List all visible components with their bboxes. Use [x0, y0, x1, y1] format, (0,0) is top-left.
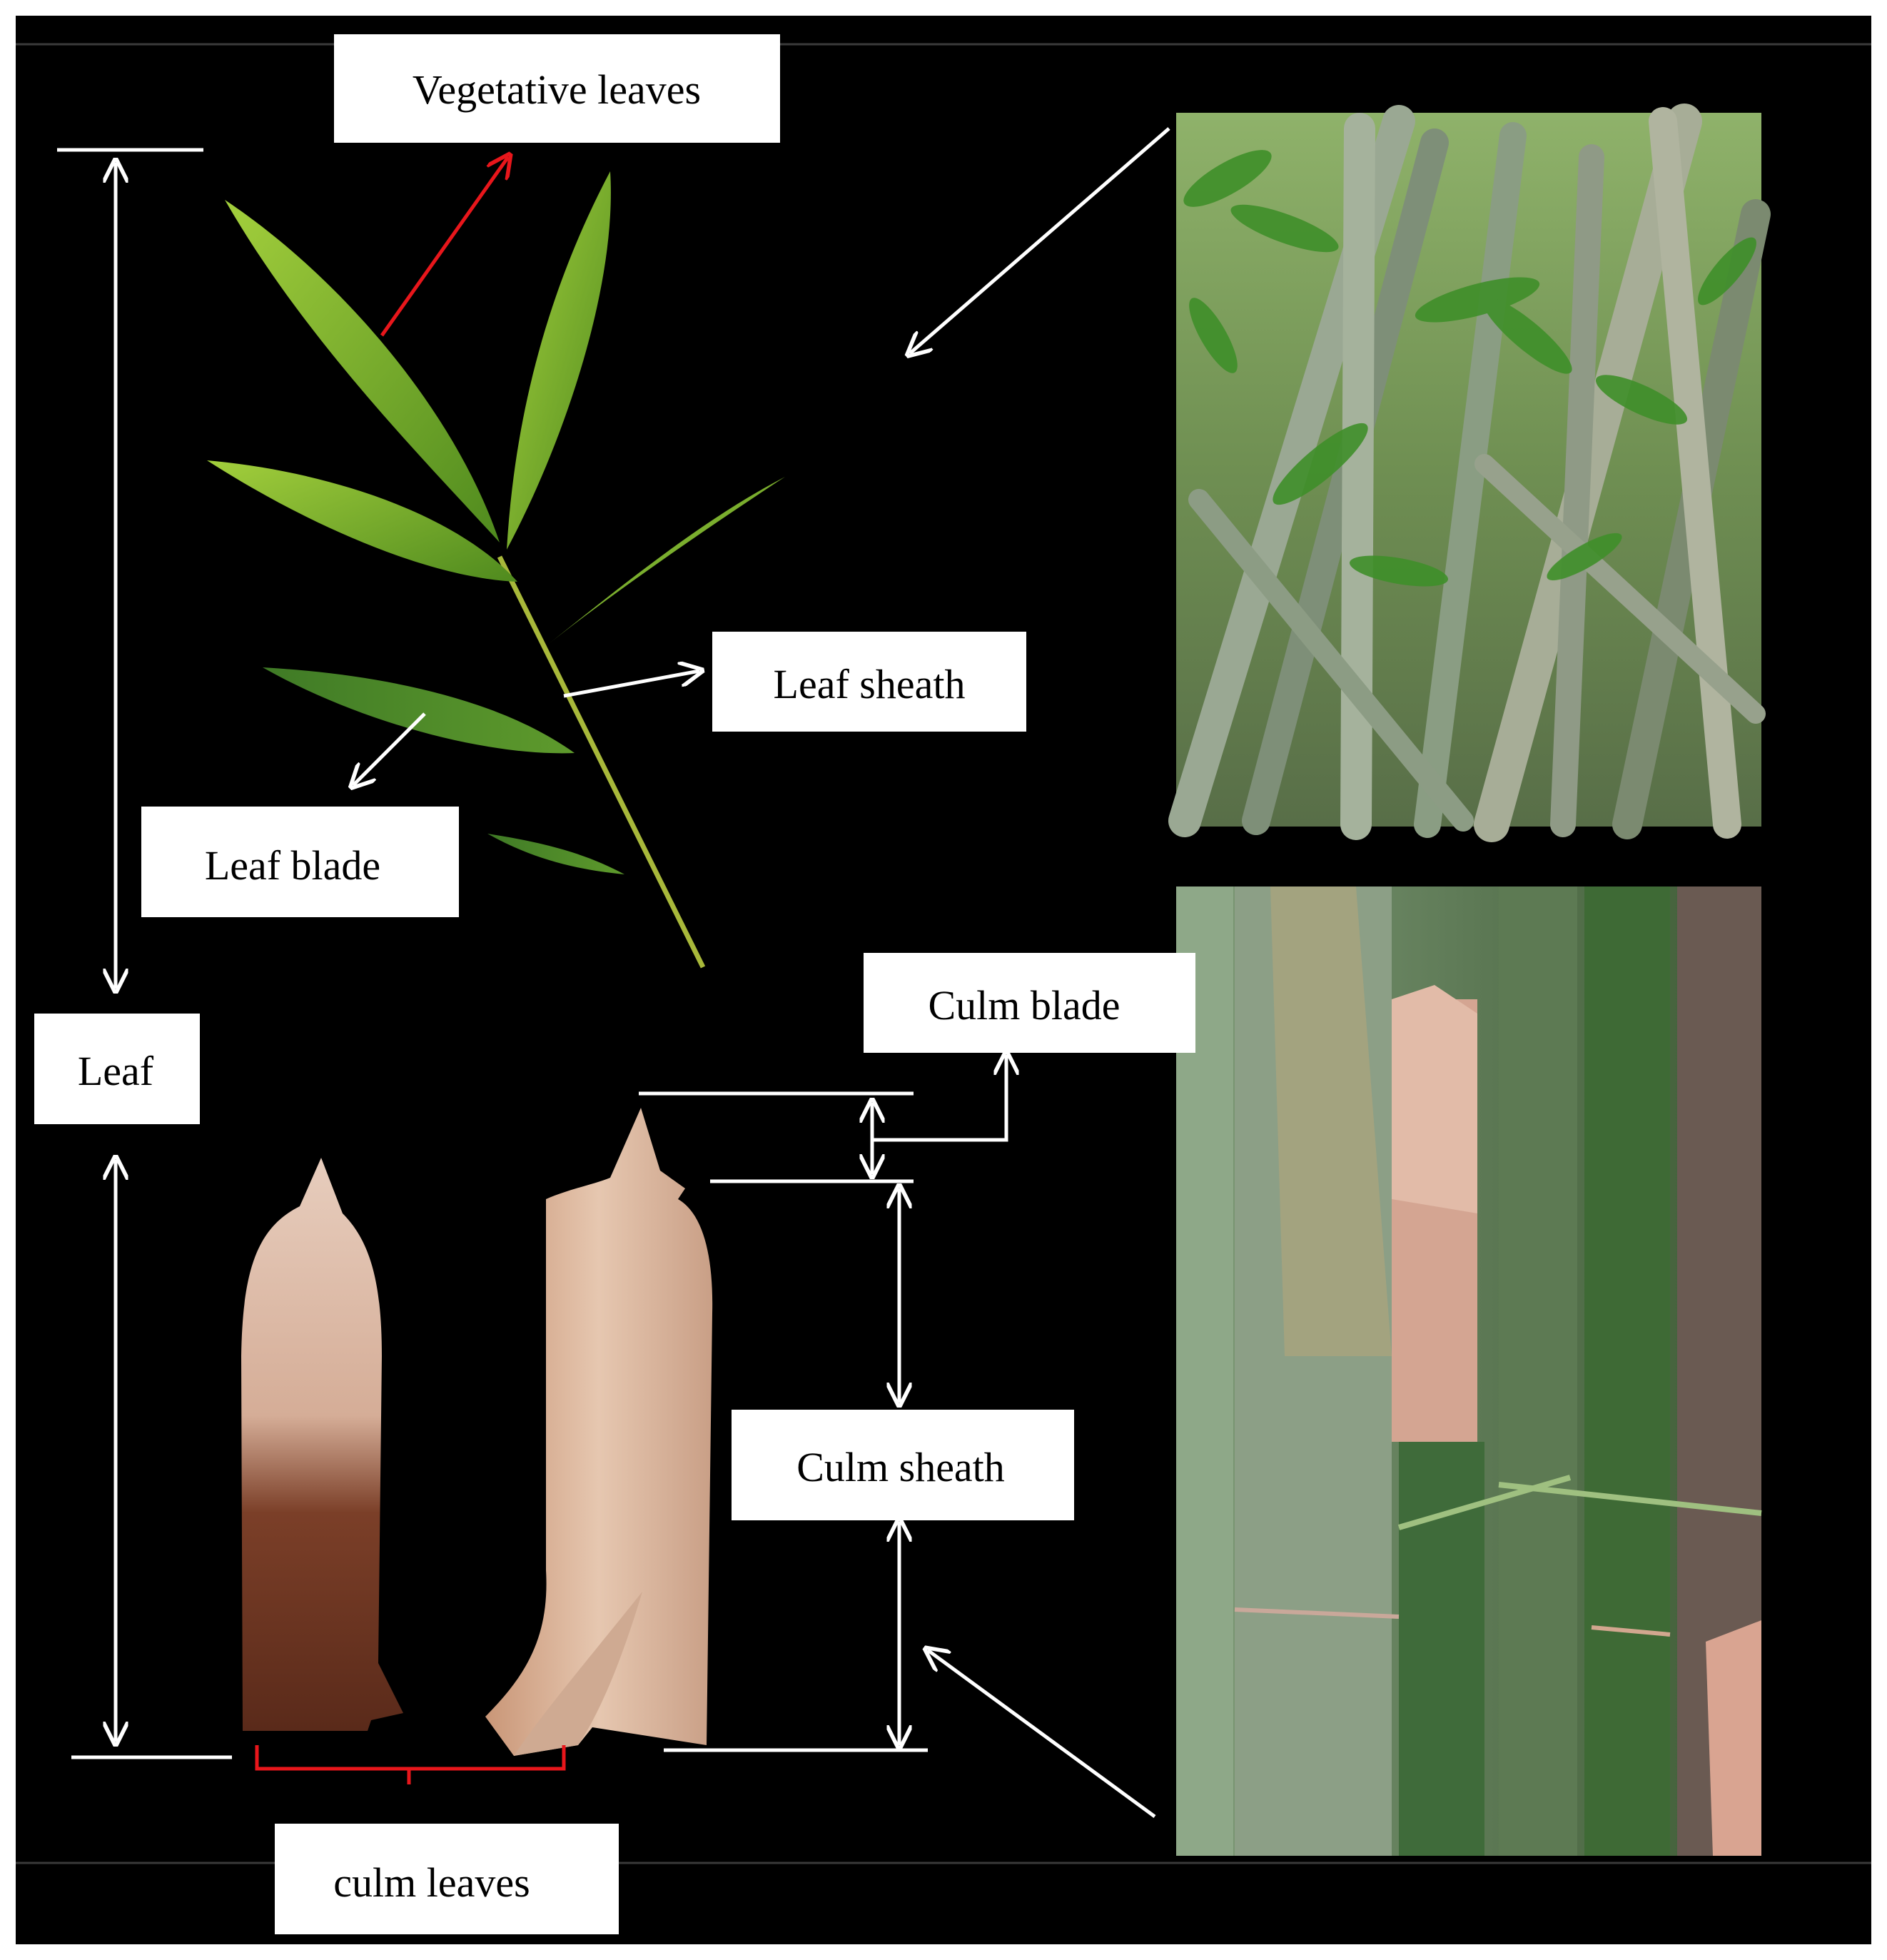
svg-text:Leaf: Leaf [78, 1048, 154, 1094]
culm-sheath-closeup-photo [1176, 886, 1762, 1856]
annotation-lines [57, 127, 1170, 1819]
svg-text:Culm sheath: Culm sheath [796, 1444, 1005, 1490]
label-culm-sheath: Culm sheath [732, 1410, 1074, 1520]
svg-text:culm leaves: culm leaves [333, 1859, 530, 1906]
svg-text:Leaf blade: Leaf blade [205, 842, 380, 889]
svg-text:Vegetative leaves: Vegetative leaves [413, 66, 701, 113]
label-culm-leaves: culm leaves [275, 1824, 619, 1934]
vegetative-leaf-spray [207, 171, 785, 969]
label-vegetative-leaves: Vegetative leaves [334, 34, 780, 143]
label-culm-blade: Culm blade [864, 953, 1195, 1053]
svg-text:Leaf sheath: Leaf sheath [774, 661, 966, 707]
culm-leaf-specimen-2 [485, 1108, 713, 1756]
red-annotations [255, 157, 566, 1784]
label-leaf-sheath: Leaf sheath [712, 632, 1026, 732]
label-leaf-blade: Leaf blade [141, 807, 459, 917]
svg-text:Culm blade: Culm blade [928, 982, 1120, 1029]
culm-leaf-specimen-1 [241, 1158, 403, 1731]
bamboo-culms-with-foliage-photo [1168, 103, 1771, 842]
label-leaf: Leaf [34, 1014, 200, 1124]
